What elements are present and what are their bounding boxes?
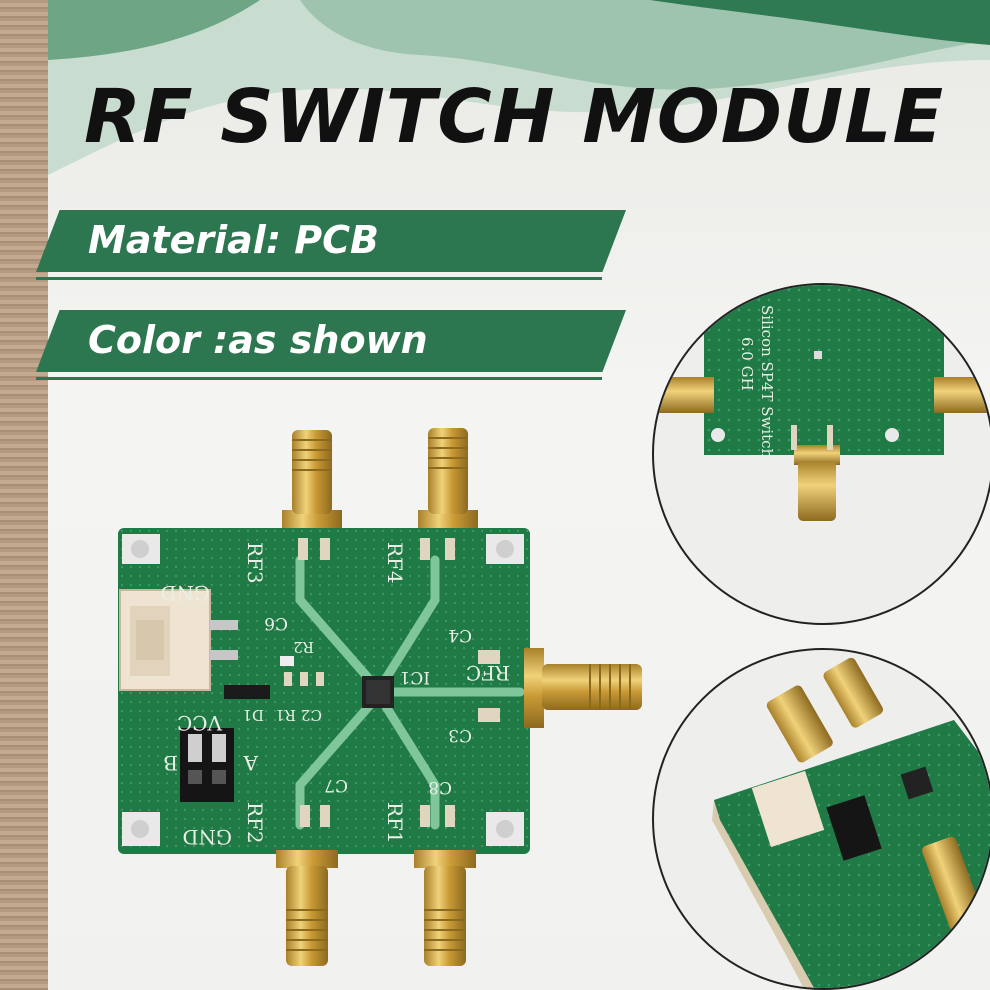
pcb-board-photo: RF3 RF4 RF2 RF1 RFC GND VCC A B GND C3 C… [118, 428, 642, 966]
pcb-label-c2: C2 [301, 706, 322, 724]
sma-connector-rf3 [282, 430, 342, 528]
pcb-label-d1: D1 [242, 706, 264, 724]
wood-edge [0, 0, 48, 990]
sma-connector-rfc [524, 648, 642, 728]
pcb-label-c6: C6 [264, 613, 288, 633]
pcb-label-gnd-top: GND [160, 581, 210, 605]
inset-top-detail-photo: Silicon SP4T Switch 6.0 GH [654, 285, 990, 521]
pcb-label-c7: C7 [324, 775, 348, 795]
pcb-label-gnd-bottom: GND [182, 825, 232, 849]
pcb-label-rfc: RFC [466, 661, 510, 685]
inset-angled-view-photo [712, 657, 990, 988]
pcb-label-vcc: VCC [177, 711, 223, 735]
banner-material: Material: PCB [36, 210, 626, 280]
banner-material-label: Material: PCB [88, 218, 379, 262]
pcb-label-r2: R2 [293, 638, 314, 656]
inset-angled-view [652, 648, 990, 990]
inset-caption-freq: 6.0 GH [738, 337, 756, 391]
banner-color: Color :as shown [36, 310, 626, 380]
sma-connector-rf2 [276, 850, 338, 966]
inset-caption-switch: Silicon SP4T Switch [758, 305, 776, 459]
pcb-label-ic1: IC1 [399, 667, 430, 687]
pcb-label-r1: R1 [275, 706, 296, 724]
page-title: RF SWITCH MODULE [84, 74, 944, 160]
inset-top-detail: Silicon SP4T Switch 6.0 GH [652, 283, 990, 625]
sma-connector-rf1 [414, 850, 476, 966]
sma-connector-rf4 [418, 428, 478, 528]
banner-color-label: Color :as shown [88, 318, 428, 362]
pcb-label-c4: C4 [448, 625, 472, 645]
pcb-label-a: A [243, 751, 259, 775]
pcb-label-b: B [163, 751, 178, 775]
pcb-label-c8: C8 [428, 777, 452, 797]
pcb-label-rf4: RF4 [383, 542, 407, 584]
decorative-waves [48, 0, 990, 175]
pcb-label-rf1: RF1 [383, 802, 407, 844]
pcb-label-rf2: RF2 [243, 802, 267, 844]
pcb-label-c3: C3 [448, 725, 472, 745]
pcb-label-rf3: RF3 [243, 542, 267, 584]
